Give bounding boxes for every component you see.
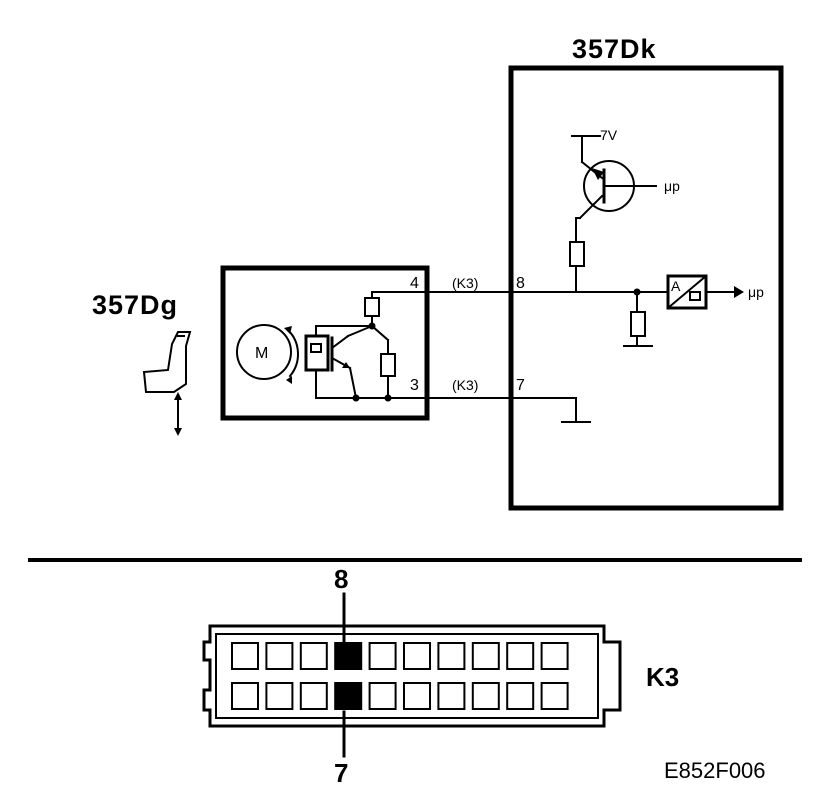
unit-pin-upper: 8 [516,275,525,292]
supply-voltage-label: 7V [600,127,618,143]
connector-cell-bottom [403,682,431,710]
motor-symbol [236,324,299,384]
sensor-label: 357Dg [92,290,178,320]
res-right-link [370,324,390,342]
connector-name-label: K3 [646,662,679,692]
control-unit-label: 357Dk [572,34,657,64]
sensor-junction-bottom-left [352,394,360,402]
hall-element [304,334,352,372]
connector-cell-bottom [471,682,500,710]
emitter-link [348,366,358,400]
connector-cell-top [540,642,569,670]
sensor-pin-upper: 4 [410,275,419,292]
connector-cell-bottom [506,682,535,710]
connector-cell-bottom [368,682,397,710]
motor-label: M [255,345,268,362]
connector-pin-bottom-label: 7 [334,758,348,788]
output-arrow [734,286,744,298]
collector-link [346,324,374,338]
connector-cell-top [299,642,328,670]
mp-label-top: μp [664,178,680,194]
connector-inner [215,633,599,719]
svg-text:A: A [671,278,681,294]
sensor-resistor-right [380,353,396,377]
seat-icon [142,331,192,436]
connector-cell-top [231,642,259,670]
connector-ref-upper: (K3) [452,275,478,291]
figure-code: E852F006 [664,758,766,783]
transistor-symbol [578,160,657,220]
connector-cell-top [334,642,363,670]
connector-cell-top [471,642,500,670]
connector-cell-top [265,642,294,670]
sensor-pin-lower: 3 [410,377,419,394]
pulldown-resistor [630,311,646,337]
connector-ref-lower: (K3) [452,377,478,393]
connector-cell-bottom [540,682,569,710]
connector-cell-top [506,642,535,670]
sensor-junction-bottom-right [384,394,392,402]
control-unit-box [508,65,784,511]
connector-cell-top [437,642,466,670]
connector-row-top [231,642,569,670]
connector-cell-bottom [231,682,259,710]
pullup-resistor [569,241,585,267]
sensor-resistor-top [364,297,380,317]
connector-cell-bottom [437,682,466,710]
connector-pin-top-label: 8 [334,564,348,594]
connector-cell-bottom [265,682,294,710]
connector-cell-bottom [334,682,363,710]
connector-cell-top [403,642,431,670]
connector-row-bottom [231,682,569,710]
connector-outline [202,624,622,728]
connector-cell-bottom [299,682,328,710]
connector-cell-top [368,642,397,670]
sensor-box [220,265,430,421]
mp-label-right: μp [748,284,764,300]
unit-pin-lower: 7 [516,377,525,394]
adc-box: A [666,274,708,310]
